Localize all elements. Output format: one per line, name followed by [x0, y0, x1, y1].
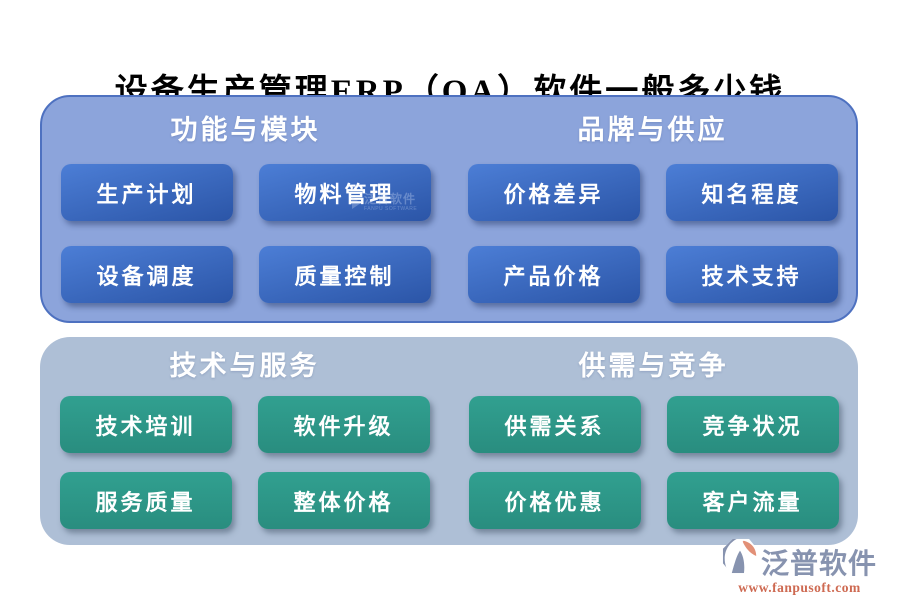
- item-quality-control: 质量控制: [258, 246, 431, 303]
- button-grid: 供需关系 竞争状况 价格优惠 客户流量: [468, 396, 839, 529]
- section-technology-services: 技术与服务 技术培训 软件升级 服务质量 整体价格: [40, 337, 449, 545]
- panel-price-factors-bottom: 技术与服务 技术培训 软件升级 服务质量 整体价格 供需与竞争 供需关系 竞争状…: [40, 337, 858, 545]
- item-overall-price: 整体价格: [257, 472, 430, 529]
- fanpu-logo-url: www.fanpusoft.com: [738, 580, 861, 595]
- item-equipment-scheduling: 设备调度: [60, 246, 233, 303]
- item-price-discount: 价格优惠: [468, 472, 641, 529]
- item-material-management: 物料管理: [258, 164, 431, 221]
- item-service-quality: 服务质量: [59, 472, 232, 529]
- item-supply-demand-relation: 供需关系: [468, 396, 641, 453]
- fanpu-logo-icon: [722, 538, 758, 579]
- item-production-planning: 生产计划: [60, 164, 233, 221]
- fanpu-logo: 泛普软件 www.fanpusoft.com: [722, 538, 877, 596]
- item-customer-traffic: 客户流量: [666, 472, 839, 529]
- item-technical-training: 技术培训: [59, 396, 232, 453]
- section-header-brand-supply: 品牌与供应: [577, 115, 728, 145]
- fanpu-logo-name: 泛普软件: [760, 549, 877, 580]
- button-grid: 生产计划 物料管理 设备调度 质量控制: [60, 164, 431, 303]
- section-functions-modules: 功能与模块 生产计划 物料管理 设备调度 质量控制: [42, 97, 449, 321]
- item-product-price: 产品价格: [467, 246, 640, 303]
- section-header-technology-services: 技术与服务: [169, 351, 320, 381]
- button-grid: 价格差异 知名程度 产品价格 技术支持: [467, 164, 838, 303]
- button-grid: 技术培训 软件升级 服务质量 整体价格: [59, 396, 430, 529]
- item-technical-support: 技术支持: [665, 246, 838, 303]
- item-price-difference: 价格差异: [467, 164, 640, 221]
- item-software-upgrade: 软件升级: [257, 396, 430, 453]
- section-brand-supply: 品牌与供应 价格差异 知名程度 产品价格 技术支持: [449, 97, 856, 321]
- panel-price-factors-top: 功能与模块 生产计划 物料管理 设备调度 质量控制 品牌与供应 价格差异 知名程…: [40, 95, 858, 323]
- item-competition-status: 竞争状况: [666, 396, 839, 453]
- section-supply-demand-competition: 供需与竞争 供需关系 竞争状况 价格优惠 客户流量: [449, 337, 858, 545]
- item-brand-awareness: 知名程度: [665, 164, 838, 221]
- section-header-functions-modules: 功能与模块: [170, 115, 321, 145]
- section-header-supply-demand-competition: 供需与竞争: [578, 351, 729, 381]
